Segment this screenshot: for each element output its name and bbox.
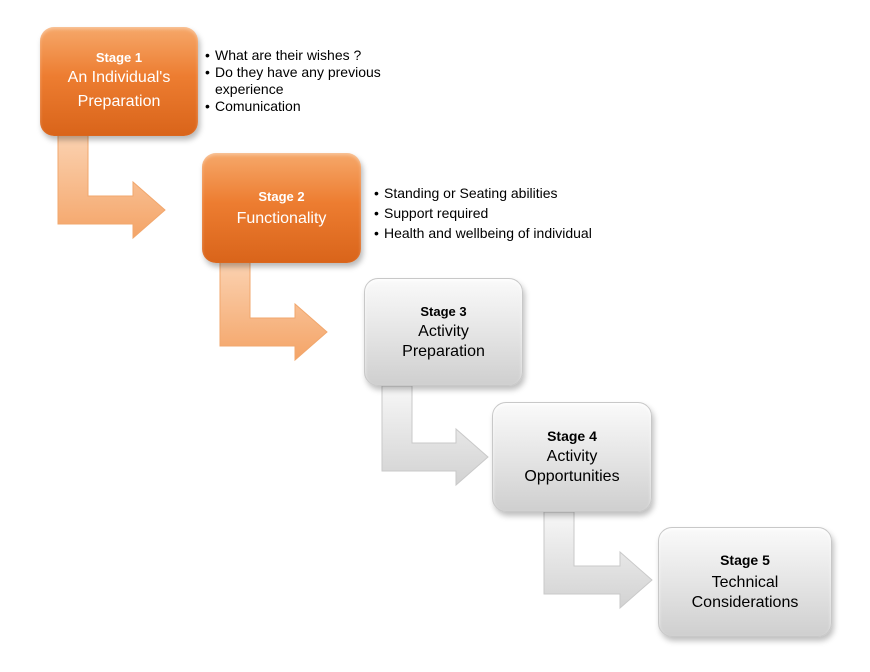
- stage-2-notes: Standing or Seating abilities Support re…: [374, 183, 644, 243]
- stage-3-number: Stage 3: [420, 303, 467, 319]
- connector-arrow-1: [57, 134, 166, 240]
- stage-5-box: Stage 5 Technical Considerations: [658, 527, 832, 637]
- stage-4-name: Activity Opportunities: [524, 447, 620, 485]
- stage-2-box: Stage 2 Functionality: [202, 153, 361, 263]
- connector-arrow-4: [543, 511, 653, 610]
- stage-4-number: Stage 4: [547, 427, 597, 444]
- stage-2-note: Health and wellbeing of individual: [374, 223, 644, 243]
- stage-5-number: Stage 5: [720, 551, 770, 568]
- stage-2-name: Functionality: [236, 209, 327, 227]
- stage-3-box: Stage 3 Activity Preparation: [364, 278, 523, 386]
- stage-2-note: Support required: [374, 203, 644, 223]
- connector-arrow-3: [381, 385, 489, 487]
- stage-1-notes: What are their wishes ? Do they have any…: [205, 47, 420, 115]
- stage-1-number: Stage 1: [95, 50, 143, 65]
- stage-1-name: An Individual's Preparation: [67, 69, 171, 110]
- connector-arrow-2: [219, 261, 328, 362]
- stage-1-box: Stage 1 An Individual's Preparation: [40, 27, 198, 136]
- stage-2-note: Standing or Seating abilities: [374, 183, 644, 203]
- stage-1-note: Do they have any previous experience: [205, 64, 420, 98]
- stage-2-number: Stage 2: [258, 188, 305, 204]
- stage-4-box: Stage 4 Activity Opportunities: [492, 402, 652, 512]
- stage-1-note: What are their wishes ?: [205, 47, 420, 64]
- stage-1-note: Comunication: [205, 98, 420, 115]
- stage-3-name: Activity Preparation: [402, 322, 485, 360]
- stage-5-name: Technical Considerations: [691, 573, 799, 611]
